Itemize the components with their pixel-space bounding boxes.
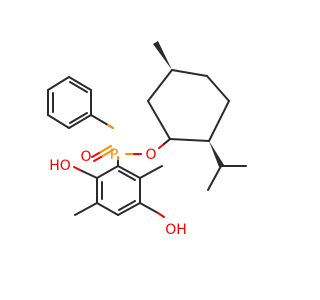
aryl-oh-bottom-bond: [139, 202, 159, 214]
aryl-bond-1: [96, 165, 119, 179]
isopropyl-wedge-bond: [209, 141, 224, 167]
aryl-oh-top-bond-o: [73, 166, 81, 171]
phenyl-bond-6: [68, 76, 92, 91]
phenyl-inner-bond-2: [69, 112, 88, 124]
hydroxyl-top-label: HO: [49, 158, 71, 174]
oxygen-ester-label: O: [145, 147, 156, 163]
aryl-inner-bond-3: [118, 170, 136, 181]
hydroxyl-bottom-label: OH: [165, 222, 187, 238]
cyclohexane-bond-4: [206, 75, 230, 102]
cyclohexane-bond-6: [169, 138, 210, 142]
molecule-structure-diagram: P O O HO OH: [0, 0, 300, 300]
p-o-bond-line-2: [98, 145, 112, 154]
aryl-bond-6: [117, 165, 141, 179]
methyl-wedge-bond: [153, 41, 172, 70]
phenyl-inner-bond-3: [69, 81, 88, 93]
aryl-oh-bottom-bond-o: [157, 212, 165, 218]
aryl-oh-top-bond: [79, 169, 98, 179]
cyclohexane-bond-5: [208, 100, 230, 142]
aryl-bond-4: [117, 202, 141, 216]
aryl-bond-3: [96, 202, 119, 216]
aryl-methyl-bottom-bond: [74, 202, 98, 216]
p-o-bond-line-1: [100, 149, 114, 158]
cyclohexane-ring: [147, 69, 230, 142]
hydroquinone-ring: [96, 165, 141, 216]
p-o-double-bond: [91, 145, 114, 162]
aryl-methyl-top-bond: [139, 165, 163, 179]
p-o-bond-line-2b: [91, 152, 100, 158]
isopropyl-bond-2: [207, 165, 222, 191]
cyclohexane-bond-2: [147, 69, 173, 102]
oxygen-double-bond-label: O: [80, 149, 91, 165]
o-cyclohexane-bond-2: [163, 138, 171, 145]
cyclohexane-bond-3: [171, 69, 208, 77]
phenyl-bond-1: [47, 76, 70, 91]
cyclohexane-bond-1: [147, 100, 171, 140]
aryl-inner-bond-2: [118, 200, 136, 211]
canvas-background: [0, 0, 300, 300]
phenyl-p-bond-colored: [107, 124, 114, 129]
phenyl-bond-3: [47, 114, 70, 129]
p-o-bond-line-1b: [93, 156, 102, 162]
phenyl-bond-4: [68, 114, 92, 129]
phenyl-ring: [47, 76, 92, 129]
phosphorus-label: P: [110, 147, 118, 163]
